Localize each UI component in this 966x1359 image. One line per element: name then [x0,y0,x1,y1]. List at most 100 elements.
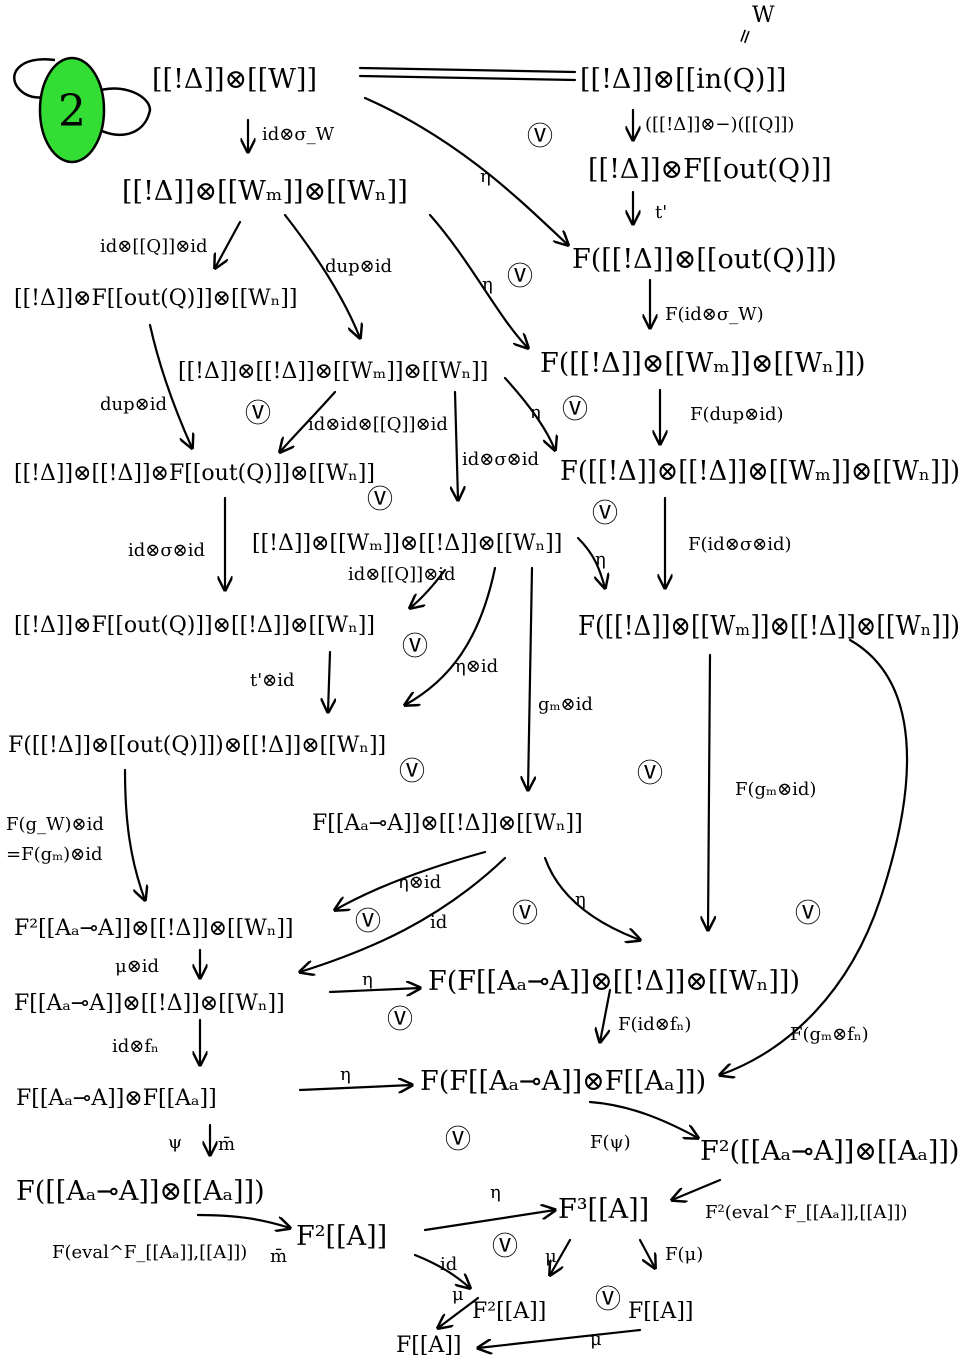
node-f-box-wm-box-wn: F([[!Δ]]⊗[[Wₘ]]⊗[[!Δ]]⊗[[Wₙ]]) [578,611,960,642]
arrow-n13-n20 [720,638,909,1075]
node-box-wm-box-wn: [[!Δ]]⊗[[Wₘ]]⊗[[!Δ]]⊗[[Wₙ]] [252,531,562,556]
commute-mark-3: Ⓥ [245,399,271,429]
arrow-n21-n24 [672,1178,722,1200]
arrow-n25-n27 [438,1296,480,1328]
label-id-2: id [440,1254,457,1275]
label-eta-3: η [530,402,541,423]
label-id-sigma-w: id⊗σ_W [262,124,335,145]
arrow-n5-n8 [428,213,528,348]
arrow-n24-n25 [550,1238,572,1275]
node-f-f-aa-box-wn: F(F[[Aₐ⊸A]]⊗[[!Δ]]⊗[[Wₙ]]) [428,966,800,997]
node-f2-a: F²[[A]] [296,1221,387,1252]
label-f-id-sigma-w: F(id⊗σ_W) [665,304,764,325]
arrow-n23-n25 [413,1253,470,1288]
label-id-q-id-1: id⊗[[Q]]⊗id [100,236,208,257]
arrow-n23-n24 [423,1210,555,1232]
label-id-sigma-id-1: id⊗σ⊗id [462,449,539,470]
arrow-n20-n21 [588,1100,698,1138]
node-box-w: [[!Δ]]⊗[[W]] [152,64,317,95]
node-f-box-out-q: F([[!Δ]]⊗[[out(Q)]]) [572,244,837,275]
label-eta-8: η [490,1182,501,1203]
label-f-mu: F(μ) [665,1244,703,1265]
label-t-prime-id: t'⊗id [250,670,295,691]
commute-mark-11: Ⓥ [512,899,538,929]
question-bubble-icon: 2 [13,56,152,164]
label-f-eval: F(eval^F_[[Aₐ]],[[A]]) [52,1242,247,1263]
label-id-id-q-id: id⊗id⊗[[Q]]⊗id [308,414,448,435]
label-id-1: id [430,912,447,933]
arrow-n17-n18 [328,988,420,992]
node-f3-a: F³[[A]] [558,1194,649,1225]
w-annotation: W [752,3,775,28]
arrow-n11-n14 [405,566,497,705]
arrow-n1-n4 [363,96,568,245]
arrow-n11-n15 [528,566,532,790]
node-f-box-out-q-box-wn: F([[!Δ]]⊗[[out(Q)]])⊗[[!Δ]]⊗[[Wₙ]] [8,733,386,758]
label-eta-id-1: η⊗id [455,656,498,677]
label-eta-4: η [595,549,606,570]
commute-mark-5: Ⓥ [367,485,393,515]
commute-mark-8: Ⓥ [399,757,425,787]
arrow-n15-n17 [300,856,507,972]
label-eta-1: η [480,166,491,187]
label-f-gm-id: F(gₘ⊗id) [735,779,816,800]
node-box-f-out-q-box-wn: [[!Δ]]⊗F[[out(Q)]]⊗[[!Δ]]⊗[[Wₙ]] [14,613,375,638]
label-gm-id: gₘ⊗id [538,694,593,715]
arrow-n14-n16 [123,768,145,900]
label-mu-id: μ⊗id [115,956,159,977]
label-m-bar-2: m̄ [270,1246,287,1267]
label-f-psi: F(ψ) [590,1132,631,1153]
commute-mark-12: Ⓥ [795,899,821,929]
node-f-aa-box-wn-2: F[[Aₐ⊸A]]⊗[[!Δ]]⊗[[Wₙ]] [14,991,285,1016]
label-f2-eval: F²(eval^F_[[Aₐ]],[[A]]) [705,1202,907,1223]
node-f-box-box-wm-wn: F([[!Δ]]⊗[[!Δ]]⊗[[Wₘ]]⊗[[Wₙ]]) [560,456,960,487]
commute-mark-6: Ⓥ [592,499,618,529]
label-t-prime: t' [655,202,667,223]
label-box-q: ([[!Δ]]⊗−)([[Q]]) [645,114,794,135]
equality-line-2 [358,74,577,82]
node-f2-aa-aa: F²([[Aₐ⊸A]]⊗[[Aₐ]]) [700,1136,959,1167]
node-box-f-out-q: [[!Δ]]⊗F[[out(Q)]] [588,154,832,185]
arrow-n5-n7 [283,213,360,338]
label-psi: ψ [168,1132,182,1153]
node-f-aa-f-aa-left: F[[Aₐ⊸A]]⊗F[[Aₐ]] [16,1086,217,1111]
label-id-fn: id⊗fₙ [112,1036,159,1057]
node-f-a-right: F[[A]] [628,1299,693,1324]
arrow-n11-n12 [410,568,447,608]
arrow-n7-n10 [503,376,555,450]
node-f-box-wm-wn: F([[!Δ]]⊗[[Wₘ]]⊗[[Wₙ]]) [540,348,866,379]
label-dup-id-1: dup⊗id [325,256,392,277]
equality-line-1 [358,66,577,74]
commute-mark-10: Ⓥ [355,907,381,937]
node-box-f-out-q-wn: [[!Δ]]⊗F[[out(Q)]]⊗[[Wₙ]] [14,286,297,311]
label-m-bar-1: m̄ [218,1134,235,1155]
arrow-n12-n14 [328,650,330,712]
arrow-n7-n11 [455,390,458,500]
node-box-wm-wn: [[!Δ]]⊗[[Wₘ]]⊗[[Wₙ]] [122,176,408,207]
label-f-dup-id: F(dup⊗id) [690,404,784,425]
node-f2-a-bottom: F²[[A]] [472,1299,546,1324]
commute-mark-9: Ⓥ [637,759,663,789]
arrow-n6-n9 [148,323,192,448]
equals-annotation: = [730,24,758,48]
label-f-gw-id: F(g_W)⊗id [6,814,104,835]
commute-mark-16: Ⓥ [595,1285,621,1315]
arrow-n5-n6 [215,220,242,268]
node-f-aa-aa: F([[Aₐ⊸A]]⊗[[Aₐ]]) [16,1176,265,1207]
arrow-n26-n27 [478,1328,642,1348]
label-f-gm-id-eq: =F(gₘ)⊗id [6,844,103,865]
node-box-box-f-out-q-wn: [[!Δ]]⊗[[!Δ]]⊗F[[out(Q)]]⊗[[Wₙ]] [14,461,375,486]
node-f2-aa-box-wn: F²[[Aₐ⊸A]]⊗[[!Δ]]⊗[[Wₙ]] [14,916,294,941]
label-eta-2: η [482,274,493,295]
node-f-f-aa-f-aa: F(F[[Aₐ⊸A]]⊗F[[Aₐ]]) [420,1066,706,1097]
node-box-in-q: [[!Δ]]⊗[[in(Q)]] [580,64,786,95]
arrow-n19-n20 [298,1085,412,1090]
commute-mark-14: Ⓥ [445,1125,471,1155]
commute-mark-2: Ⓥ [507,262,533,292]
label-eta-6: η [362,969,373,990]
arrow-n7-n9 [280,390,337,452]
label-id-q-id-2: id⊗[[Q]]⊗id [348,564,456,585]
label-eta-5: η [575,889,586,910]
label-mu-1: μ [545,1246,557,1267]
